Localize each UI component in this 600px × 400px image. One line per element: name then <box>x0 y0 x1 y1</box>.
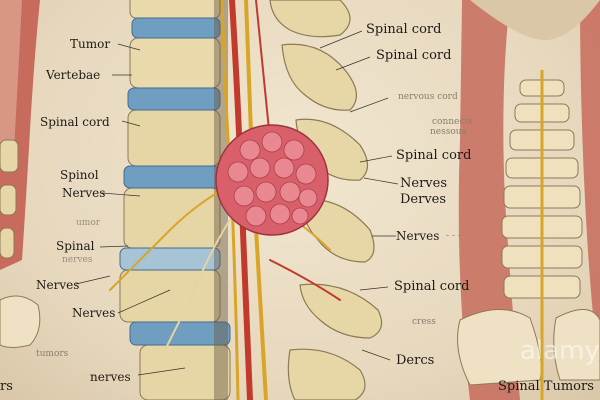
label-spinal-left: Spinal <box>56 239 95 253</box>
label-nerves-left-3: Nerves <box>72 306 116 320</box>
label-spinal-cord-left: Spinal cord <box>40 115 110 129</box>
label-spinal-tumors: Spinal Tumors <box>498 379 594 394</box>
right-panel <box>457 0 600 400</box>
vertebral-body <box>129 0 221 19</box>
left-vertebra-1 <box>0 139 19 173</box>
vertebral-body <box>123 187 221 249</box>
label-nerves-r2: Nerves <box>396 229 440 243</box>
vertebral-column <box>119 0 231 400</box>
left-muscle-highlight <box>0 0 22 160</box>
label-nessous-faint: nessous <box>430 127 467 137</box>
vertebral-body <box>127 109 221 167</box>
right-pelvis-right <box>553 309 600 381</box>
label-spinal-cord-r2: Spinal cord <box>376 48 452 63</box>
process <box>299 283 383 339</box>
left-vertebra-2 <box>0 184 17 216</box>
process <box>299 198 375 263</box>
label-umor-faint: umor <box>76 218 101 228</box>
watermark: alamy <box>520 336 600 366</box>
leader-line <box>349 97 389 113</box>
nerve-branch <box>149 209 237 381</box>
right-muscle-right <box>580 0 600 380</box>
process <box>287 348 366 400</box>
leader-line <box>99 245 129 248</box>
left-panel <box>0 0 41 348</box>
right-vertebrae <box>501 79 583 299</box>
left-vertebra-3 <box>0 227 15 259</box>
label-rs-left: rs <box>0 379 13 394</box>
leader-lines <box>75 30 399 376</box>
nerve-branch <box>269 259 341 301</box>
label-spinal-cord-r3: Spinal cord <box>396 148 472 163</box>
label-nervous-cord-faint: nervous cord <box>398 92 458 102</box>
vertebral-processes <box>269 0 383 400</box>
label-spinal-cord-r4: Spinal cord <box>394 279 470 294</box>
leader-line <box>121 120 141 127</box>
label-cress-faint: cress <box>412 317 436 327</box>
vertebral-body <box>129 37 221 89</box>
label-nerves-faint-left: nerves <box>62 255 93 265</box>
intervertebral-disc <box>131 17 221 39</box>
label-tumor: Tumor <box>70 37 111 51</box>
label-spinal-cord-r1: Spinal cord <box>366 22 442 37</box>
intervertebral-disc <box>127 87 221 111</box>
leader-line <box>117 289 171 314</box>
label-connects-faint: connects <box>432 117 473 127</box>
leader-line <box>359 155 393 163</box>
process <box>269 0 351 38</box>
right-muscle-left <box>458 0 520 400</box>
neck-shadow <box>470 0 600 40</box>
vertebral-body <box>119 269 221 323</box>
leader-line <box>361 349 391 361</box>
leader-line <box>101 192 141 197</box>
left-pelvis <box>0 295 41 348</box>
intervertebral-disc <box>123 165 221 189</box>
label-derves-r1: Derves <box>400 192 447 207</box>
tumor-lobules <box>227 131 318 227</box>
leader-line <box>363 177 399 185</box>
intervertebral-disc <box>119 247 221 271</box>
label-dercs: Dercs <box>396 353 435 368</box>
leader-line <box>137 367 186 376</box>
label-nerves-left-1: Nerves <box>62 186 106 200</box>
right-pelvis-left <box>457 309 542 386</box>
label-vertebae: Vertebae <box>46 68 101 82</box>
leader-line <box>335 56 371 71</box>
label-tumors-faint-left: tumors <box>36 349 69 359</box>
label-spinol: Spinol <box>60 168 99 182</box>
label-nerves-r1: Nerves <box>400 176 447 191</box>
leader-line <box>319 30 363 49</box>
leader-line <box>75 275 111 285</box>
leader-line <box>117 43 141 51</box>
label-nerves-bottom: nerves <box>90 370 131 384</box>
leader-line <box>359 286 389 291</box>
nerve-branch <box>255 0 271 141</box>
label-faint-marks: - - - <box>446 231 461 241</box>
tumor <box>215 124 329 236</box>
label-nerves-left-2: Nerves <box>36 278 80 292</box>
process <box>281 43 357 111</box>
